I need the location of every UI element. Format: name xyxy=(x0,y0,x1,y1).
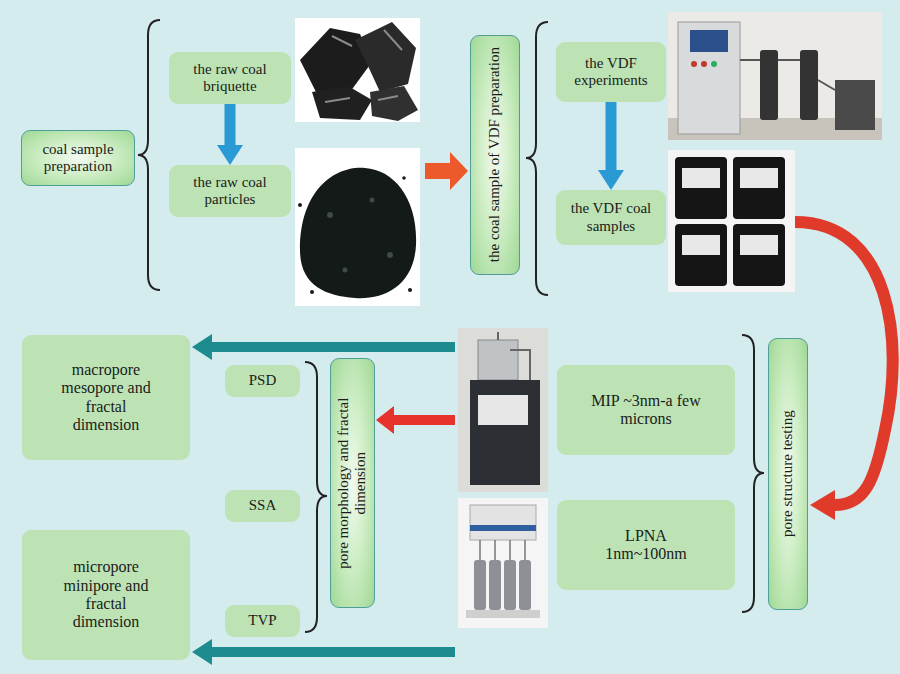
instrument-strip xyxy=(470,525,536,531)
bag-tag xyxy=(682,235,720,255)
parameter-box: PSD xyxy=(225,365,300,397)
particle xyxy=(387,252,393,258)
photo-background xyxy=(458,328,548,492)
particle xyxy=(298,203,302,207)
bag-tag xyxy=(740,168,778,188)
button xyxy=(701,61,707,67)
particle xyxy=(327,212,333,218)
box-label: PSD xyxy=(249,372,277,389)
flow-arrow xyxy=(217,104,243,165)
photo-background xyxy=(295,148,420,306)
instrument-panel xyxy=(478,395,528,425)
particle xyxy=(370,198,375,203)
coal-highlight xyxy=(325,30,402,102)
photo-background xyxy=(295,18,420,122)
tube xyxy=(498,332,530,380)
dewar xyxy=(474,560,486,610)
coal-lump xyxy=(312,86,372,120)
sample-bag xyxy=(675,157,727,219)
box-label: pore morphology and fractal dimension xyxy=(335,366,370,600)
flow-arrow xyxy=(598,102,624,190)
sample-bag xyxy=(675,224,727,286)
bag-tag xyxy=(682,168,720,188)
vertical-box: the coal sample of VDF preparation xyxy=(470,35,520,275)
box-label: LPNA 1nm~100nm xyxy=(600,527,692,564)
curly-bracket xyxy=(305,362,327,632)
parameter-box: TVP xyxy=(225,605,300,637)
instrument-body xyxy=(470,380,540,485)
photo-background xyxy=(668,150,795,292)
coal-lump xyxy=(370,86,418,121)
pipe xyxy=(740,60,835,90)
result-box: micropore minipore and fractal dimension xyxy=(22,530,190,660)
box-label: the raw coal briquette xyxy=(176,61,284,96)
process-box: the raw coal particles xyxy=(169,165,291,217)
method-box: LPNA 1nm~100nm xyxy=(557,500,735,590)
box-label: the VDF experiments xyxy=(563,55,659,90)
result-box: macropore mesopore and fractal dimension xyxy=(22,335,190,460)
tube xyxy=(480,540,525,560)
arrow-shaft xyxy=(225,104,236,147)
instrument-head xyxy=(478,340,518,380)
vertical-box: pore structure testing xyxy=(768,338,808,610)
screen xyxy=(690,30,728,52)
dewar xyxy=(504,560,516,610)
coal-particles xyxy=(300,168,416,298)
sample-bag xyxy=(733,224,785,286)
curly-bracket xyxy=(138,20,160,290)
photo-background xyxy=(668,12,882,140)
box-label: coal sample preparation xyxy=(28,141,128,176)
bag-tag xyxy=(740,235,778,255)
block-arrow xyxy=(192,334,455,360)
box-label: TVP xyxy=(248,612,276,629)
block-arrow xyxy=(192,639,455,665)
vertical-box: pore morphology and fractal dimension xyxy=(330,358,375,608)
dewar xyxy=(519,560,531,610)
box-label: micropore minipore and fractal dimension xyxy=(56,558,156,632)
curly-bracket xyxy=(742,335,764,612)
button xyxy=(691,61,697,67)
dewar xyxy=(489,560,501,610)
block-arrow xyxy=(376,406,455,434)
box-label: pore structure testing xyxy=(779,346,796,602)
pump xyxy=(835,80,875,130)
curly-bracket xyxy=(526,22,548,295)
button xyxy=(711,61,717,67)
box-label: macropore mesopore and fractal dimension xyxy=(56,361,156,435)
particle xyxy=(310,290,314,294)
method-box: MIP ~3nm-a few microns xyxy=(557,365,735,455)
particle xyxy=(343,268,348,273)
process-box: the raw coal briquette xyxy=(169,52,291,104)
process-box: the VDF coal samples xyxy=(556,190,666,245)
process-box: coal sample preparation xyxy=(21,130,135,186)
particle xyxy=(408,288,412,292)
particle xyxy=(402,176,406,180)
box-label: the coal sample of VDF preparation xyxy=(486,43,503,267)
arrow-head xyxy=(217,145,243,165)
box-label: the raw coal particles xyxy=(176,174,284,209)
reactor xyxy=(800,50,818,120)
box-label: SSA xyxy=(249,497,277,514)
box-label: MIP ~3nm-a few microns xyxy=(579,392,714,429)
instrument-base xyxy=(466,610,540,618)
box-label: the VDF coal samples xyxy=(563,200,659,235)
photo-background xyxy=(458,498,548,628)
reactor xyxy=(760,50,778,120)
block-arrow xyxy=(425,152,468,190)
arrow-head xyxy=(810,490,835,520)
sample-bag xyxy=(733,157,785,219)
process-box: the VDF experiments xyxy=(556,42,666,102)
instrument-head xyxy=(470,505,536,540)
arrow-shaft xyxy=(606,102,617,172)
parameter-box: SSA xyxy=(225,490,300,522)
control-cabinet xyxy=(678,22,740,134)
arrow-head xyxy=(598,170,624,190)
curved-arrow xyxy=(795,222,893,505)
